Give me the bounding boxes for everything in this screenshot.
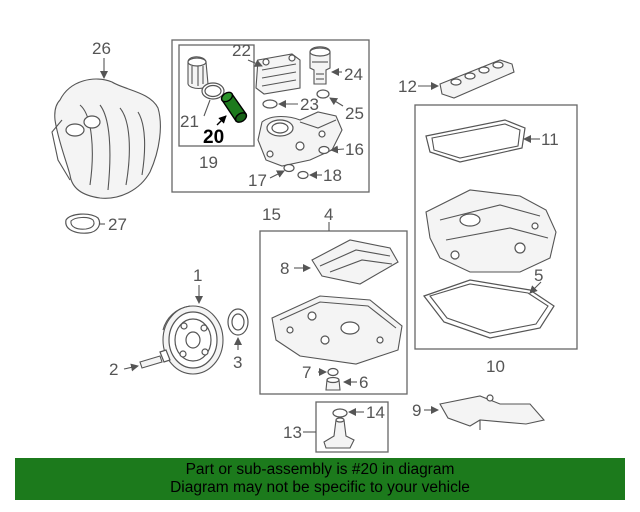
callout-5: 5 [534,266,543,285]
leader-16 [330,145,345,154]
oil-filter-part-20 [220,91,248,123]
info-banner: Part or sub-assembly is #20 in diagram D… [15,458,625,500]
bracket-part-9 [439,394,546,430]
callout-4: 4 [324,205,333,224]
callout-20: 20 [203,127,224,148]
sensor-part-13 [323,417,355,449]
callout-8: 8 [280,259,289,278]
leader-20 [216,115,227,126]
seal-part-14 [332,408,348,418]
callout-2: 2 [109,360,118,379]
banner-line-2: Diagram may not be specific to your vehi… [170,479,470,496]
leader-5 [529,281,542,294]
callout-7: 7 [302,363,311,382]
leader-17 [269,170,285,179]
callout-24: 24 [344,65,363,84]
callout-27: 27 [108,215,127,234]
oil-cooler-part-22 [255,53,301,95]
parts-diagram: 26 27 21 20 19 22 23 [51,39,578,453]
crank-pulley-part-1 [162,305,224,375]
callout-9: 9 [412,401,421,420]
group-box-13 [315,401,389,453]
leader-22 [247,59,263,67]
callout-18: 18 [323,166,342,185]
callout-19: 19 [199,153,218,172]
leader-25 [329,97,344,107]
washer-part-7 [327,367,339,377]
callout-10: 10 [486,357,505,376]
seal-part-23 [262,99,278,109]
drain-plug-part-6 [325,376,341,391]
seal-part-3 [227,308,249,336]
leader-21 [203,99,211,117]
gasket-part-11 [425,119,526,163]
callout-6: 6 [359,373,368,392]
callout-13: 13 [283,423,302,442]
callout-26: 26 [92,39,111,58]
callout-21: 21 [180,112,199,131]
lower-oil-pan [271,295,403,365]
callout-25: 25 [345,104,364,123]
callout-14: 14 [366,403,385,422]
baffle-part-8 [311,239,399,285]
sensor-part-24 [309,46,331,85]
callout-3: 3 [233,353,242,372]
group-box-10 [414,104,578,350]
filter-housing [257,111,343,167]
cover-part-12 [439,59,515,99]
callout-12: 12 [398,77,417,96]
seal-part-17 [283,163,295,173]
seal-part-16 [318,145,330,155]
banner-line-1: Part or sub-assembly is #20 in diagram [185,461,455,478]
o-ring-part-25 [316,89,330,99]
callout-1: 1 [193,266,202,285]
bolt-part-2 [139,349,171,369]
gasket-part-5 [423,279,555,339]
callout-22: 22 [232,41,251,60]
intake-manifold-part-26 [51,78,161,199]
group-box-19 [178,44,255,147]
seal-part-18 [297,170,309,180]
callout-23: 23 [300,95,319,114]
o-ring-part-21 [201,82,225,100]
group-box-4 [259,230,408,395]
callout-11: 11 [541,130,559,149]
upper-oil-pan [425,189,557,273]
leader-2 [123,363,139,372]
gasket-part-27 [65,213,101,234]
callout-16: 16 [345,140,364,159]
callout-17: 17 [248,171,267,190]
group-box-15 [171,39,370,193]
filter-cap-part-19 [187,56,209,90]
callout-15: 15 [262,205,281,224]
